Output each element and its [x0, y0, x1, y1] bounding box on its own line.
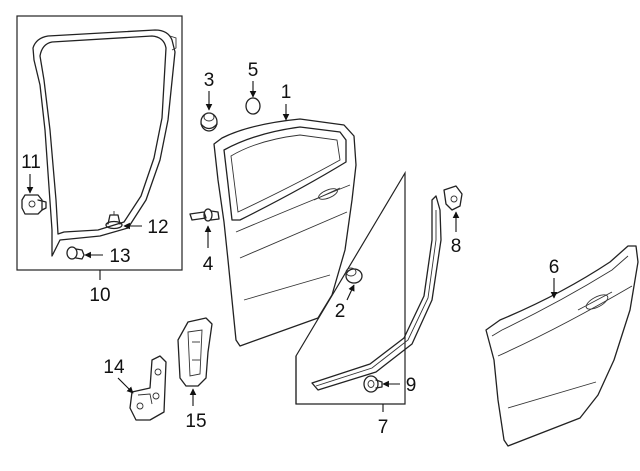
callout-15: 15	[185, 411, 206, 432]
part-7-molding	[311, 195, 442, 391]
part-8-bracket	[443, 185, 463, 211]
callout-13: 13	[109, 246, 130, 267]
part-3-grommet	[200, 112, 218, 132]
part-11-clip	[21, 194, 47, 215]
callout-14: 14	[103, 357, 125, 378]
callout-4: 4	[203, 254, 214, 275]
callout-10: 10	[89, 285, 110, 306]
part-2-bumper	[345, 267, 363, 284]
part-5-plug	[245, 97, 261, 115]
callout-6: 6	[549, 257, 560, 278]
part-1-door-shell	[213, 118, 357, 347]
leader-2	[346, 284, 355, 301]
part-13-clip	[66, 246, 85, 260]
leader-14	[117, 377, 134, 394]
callout-11: 11	[21, 152, 41, 173]
callout-7: 7	[378, 417, 389, 438]
callout-3: 3	[204, 70, 215, 91]
part-14-hinge	[129, 355, 167, 421]
callout-9: 9	[406, 375, 417, 396]
part-15-seal	[177, 317, 213, 387]
part-4-bolt	[189, 208, 220, 222]
callout-12: 12	[147, 217, 168, 238]
part-9-screw	[363, 375, 383, 393]
callout-8: 8	[451, 236, 462, 257]
part-6-outer-panel	[485, 245, 639, 447]
part-10-weatherstrip	[32, 29, 177, 257]
part-12-fastener	[105, 211, 123, 230]
callout-2: 2	[335, 301, 346, 322]
callout-1: 1	[281, 82, 292, 103]
callout-5: 5	[248, 60, 259, 81]
